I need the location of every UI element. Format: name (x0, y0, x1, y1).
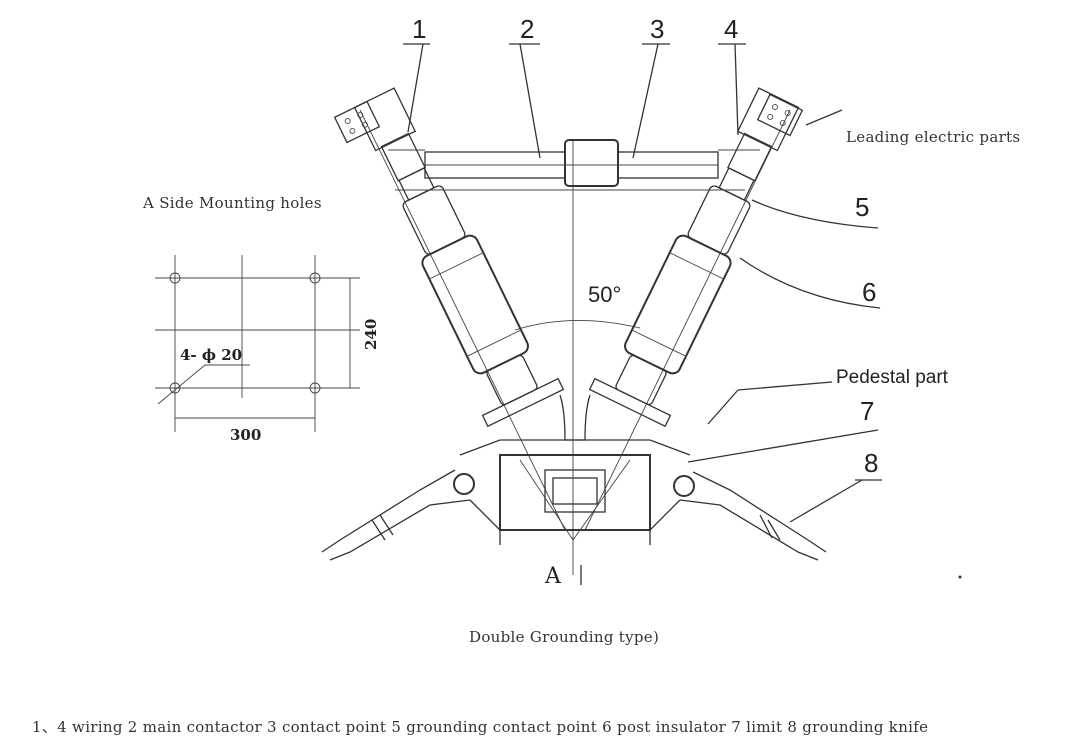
mounting-hole (169, 272, 181, 284)
insulator-body (624, 234, 732, 375)
dot-mark (958, 575, 962, 579)
caption: Double Grounding type) (469, 628, 659, 646)
insulator-shed (631, 329, 687, 357)
knife-blade (679, 499, 819, 561)
view-a-label: A (544, 564, 562, 589)
right-terminal (756, 93, 804, 137)
left-grounding-knife (321, 469, 501, 561)
knife-support (469, 499, 501, 545)
insulator-flange (588, 377, 672, 428)
insulator-flange (481, 377, 565, 428)
mounting-hole (309, 272, 321, 284)
callout-5-leader (751, 199, 879, 229)
knife-support (649, 499, 681, 545)
contact-point (564, 139, 619, 187)
angle-label: 50° (588, 282, 621, 307)
switch-body: A 50° (321, 87, 827, 589)
pedestal-link (559, 394, 591, 441)
knife-clamp (379, 514, 394, 536)
terminal-bolt (772, 104, 778, 110)
right-grounding-knife (649, 471, 827, 561)
insulator-shed (429, 252, 484, 280)
pedestal-top (459, 439, 691, 456)
contact-cap (398, 167, 435, 201)
terminal-pad (756, 93, 804, 137)
terminal-bolt (362, 121, 368, 128)
leading-leader (805, 109, 843, 126)
dim-240: 240 (362, 319, 380, 350)
insulator-base (486, 354, 538, 406)
callout-group: 1 2 3 4 Leading electric parts 5 6 Pedes… (403, 14, 1020, 523)
callout-1: 1 (412, 14, 426, 44)
legend: 1、4 wiring 2 main contactor 3 contact po… (32, 718, 928, 736)
terminal-bolt (349, 127, 356, 134)
terminal-bolt (767, 113, 774, 120)
callout-3: 3 (650, 14, 664, 44)
mounting-hole (309, 382, 321, 394)
knife-pivot (453, 473, 475, 495)
ray-line (519, 459, 574, 541)
pedestal-plate (544, 469, 606, 513)
pedestal-window (552, 477, 598, 505)
pedestal (459, 394, 691, 531)
callout-6: 6 (862, 277, 876, 307)
terminal-bolt (779, 120, 786, 126)
knife-clamp (759, 514, 773, 539)
top-neck (380, 132, 426, 182)
left-axis (359, 109, 566, 531)
knife-clamp (767, 519, 781, 541)
leading-label: Leading electric parts (846, 128, 1020, 146)
contact-block (402, 185, 466, 255)
insulator-shed (669, 252, 724, 280)
hole-spec-leader (157, 364, 206, 405)
terminal-bolt (784, 110, 791, 117)
callout-2: 2 (520, 14, 534, 44)
dim-300: 300 (230, 426, 261, 444)
pedestal-leader-a (707, 389, 739, 425)
contact-block (687, 185, 751, 255)
terminal-bolt (344, 118, 351, 124)
callout-7-leader (687, 429, 879, 463)
insulator-shed (466, 329, 522, 357)
top-neck (727, 132, 773, 182)
callout-8: 8 (864, 448, 878, 478)
mounting-hole (169, 382, 181, 394)
knife-blade (321, 469, 456, 553)
pedestal-leader-b (737, 381, 833, 391)
callout-5: 5 (855, 192, 869, 222)
knife-blade (692, 471, 827, 553)
callout-8-leader (789, 479, 863, 523)
hole-spec: 4- ϕ 20 (180, 346, 242, 364)
angle-arc (514, 320, 641, 331)
terminal-bolt (357, 111, 364, 118)
callout-7: 7 (860, 396, 874, 426)
top-fitting (736, 87, 800, 152)
top-fitting (353, 87, 417, 152)
callout-3-leader (632, 43, 659, 159)
ray-line (572, 459, 631, 541)
callout-1-leader (407, 43, 424, 133)
left-terminal (333, 100, 381, 144)
callout-4-leader (734, 43, 739, 136)
mounting-detail: A Side Mounting holes 4- ϕ 20 300 240 (142, 194, 380, 444)
callout-4: 4 (724, 14, 738, 44)
terminal-pad (333, 100, 381, 144)
insulator-base (615, 354, 667, 406)
callout-2-leader (519, 43, 541, 159)
knife-clamp (371, 519, 386, 541)
knife-pivot (673, 475, 695, 497)
main-contactor (388, 139, 760, 191)
mounting-title: A Side Mounting holes (142, 194, 322, 212)
pedestal-label: Pedestal part (836, 367, 949, 388)
pedestal-box (499, 454, 651, 531)
callout-6-leader (739, 257, 881, 309)
insulator-body (421, 234, 529, 375)
right-insulator (588, 87, 800, 428)
knife-blade (329, 499, 471, 561)
